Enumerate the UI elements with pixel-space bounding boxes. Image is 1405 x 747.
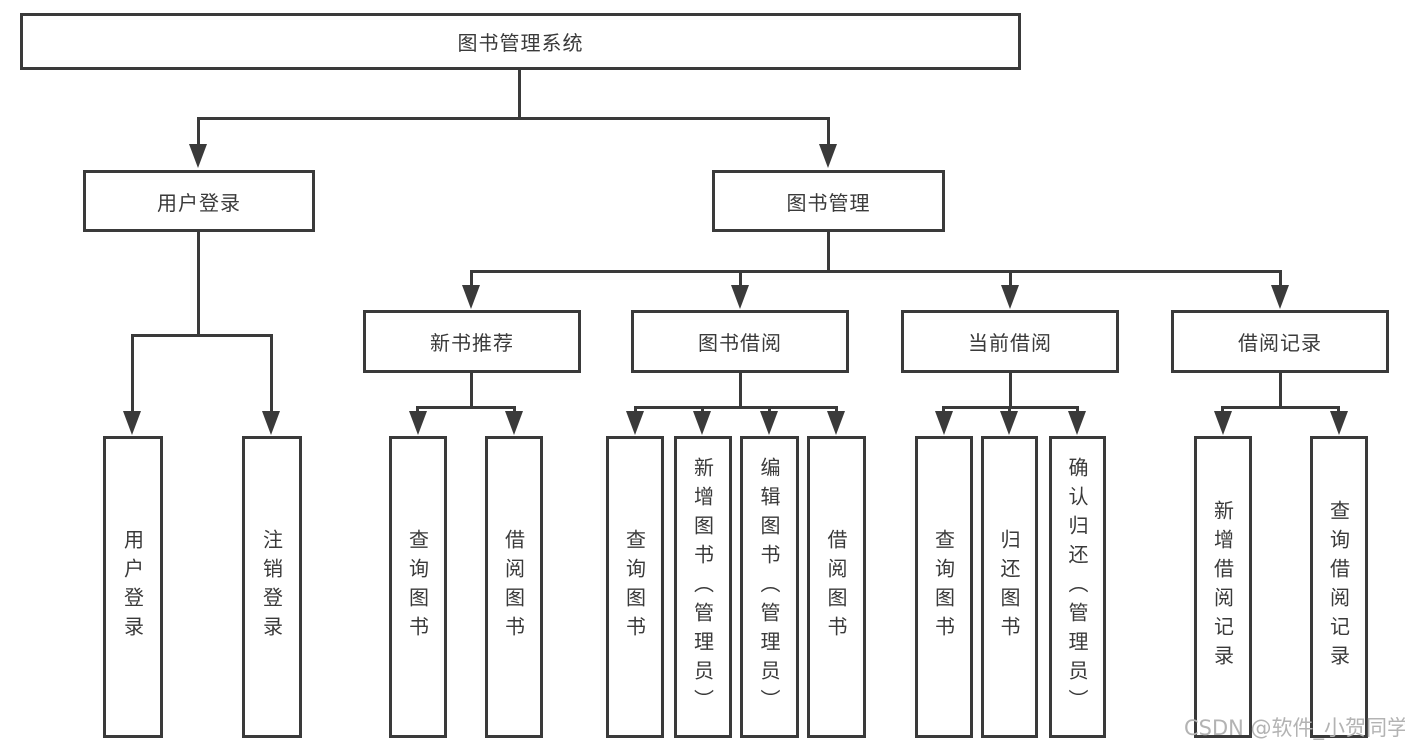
- connector-user-login-rail: [131, 334, 273, 337]
- arrowhead-leaf-1223: [1214, 411, 1232, 435]
- arrowhead-leaf-418: [409, 411, 427, 435]
- arrowhead-borrow-records: [1271, 285, 1289, 309]
- leaf-query-books-recommend-label: 查询图书: [405, 529, 430, 645]
- leaf-query-books-current: 查询图书: [915, 436, 973, 738]
- leaf-query-books-recommend: 查询图书: [389, 436, 447, 738]
- leaf-return-books-label: 归还图书: [997, 529, 1021, 645]
- connector-drop-borrow-records: [1279, 270, 1282, 288]
- node-root-label: 图书管理系统: [457, 31, 584, 55]
- node-new-book-recommend-label: 新书推荐: [430, 331, 514, 355]
- arrowhead-logout-leaf: [262, 411, 280, 435]
- arrowhead-leaf-635: [626, 411, 644, 435]
- arrowhead-current-borrow: [1001, 285, 1019, 309]
- connector-level3-rail: [470, 270, 1282, 273]
- leaf-query-books-borrow: 查询图书: [606, 436, 664, 738]
- arrowhead-book-borrow: [731, 285, 749, 309]
- connector-drop-book-borrow: [739, 270, 742, 288]
- connector-borrow-records-stem: [1279, 373, 1282, 409]
- connector-drop-logout-leaf: [270, 334, 273, 414]
- connector-drop-book-mgmt: [827, 117, 830, 149]
- node-user-login: 用户登录: [83, 170, 315, 232]
- leaf-logout: 注销登录: [242, 436, 302, 738]
- connector-current-borrow-stem: [1009, 373, 1012, 409]
- arrowhead-leaf-1010: [1000, 411, 1018, 435]
- leaf-add-books-admin-label: 新增图书（管理员）: [690, 456, 715, 718]
- leaf-borrow-books-recommend: 借阅图书: [485, 436, 543, 738]
- arrowhead-login-leaf: [123, 411, 141, 435]
- connector-book-borrow-rail: [634, 406, 838, 409]
- leaf-confirm-return-admin: 确认归还（管理员）: [1049, 436, 1106, 738]
- arrowhead-new-books: [462, 285, 480, 309]
- leaf-user-login-label: 用户登录: [120, 529, 145, 645]
- arrowhead-leaf-769: [760, 411, 778, 435]
- arrowhead-leaf-1339: [1330, 411, 1348, 435]
- node-book-borrow-label: 图书借阅: [698, 331, 782, 355]
- node-user-login-label: 用户登录: [157, 190, 241, 215]
- node-current-borrow: 当前借阅: [901, 310, 1119, 373]
- leaf-confirm-return-admin-label: 确认归还（管理员）: [1065, 456, 1089, 718]
- arrowhead-user-login: [189, 144, 207, 168]
- connector-drop-login-leaf: [131, 334, 134, 414]
- leaf-query-borrow-record-label: 查询借阅记录: [1326, 500, 1351, 674]
- connector-drop-current-borrow: [1009, 270, 1012, 288]
- node-borrow-records-label: 借阅记录: [1238, 331, 1322, 355]
- leaf-logout-label: 注销登录: [259, 529, 284, 645]
- leaf-edit-books-admin: 编辑图书（管理员）: [740, 436, 799, 738]
- leaf-borrow-books-label: 借阅图书: [824, 529, 848, 645]
- connector-book-mgmt-stem: [827, 232, 830, 273]
- arrowhead-leaf-702: [693, 411, 711, 435]
- node-book-mgmt-label: 图书管理: [786, 190, 871, 215]
- leaf-borrow-books-recommend-label: 借阅图书: [501, 529, 526, 645]
- connector-new-books-stem: [470, 373, 473, 409]
- node-root-system: 图书管理系统: [20, 13, 1021, 70]
- connector-borrow-records-rail: [1221, 406, 1340, 409]
- connector-book-borrow-stem: [739, 373, 742, 409]
- leaf-add-borrow-record: 新增借阅记录: [1194, 436, 1252, 738]
- connector-level2-rail: [197, 117, 830, 120]
- connector-root-stem: [518, 70, 521, 118]
- connector-drop-user-login: [197, 117, 200, 149]
- leaf-query-books-borrow-label: 查询图书: [622, 529, 647, 645]
- arrowhead-book-mgmt: [819, 144, 837, 168]
- node-book-mgmt: 图书管理: [712, 170, 945, 232]
- leaf-query-books-current-label: 查询图书: [931, 529, 956, 645]
- arrowhead-leaf-1078: [1068, 411, 1086, 435]
- leaf-return-books: 归还图书: [981, 436, 1038, 738]
- leaf-add-borrow-record-label: 新增借阅记录: [1210, 500, 1235, 674]
- connector-user-login-stem: [197, 232, 200, 336]
- arrowhead-leaf-514: [505, 411, 523, 435]
- arrowhead-leaf-944: [935, 411, 953, 435]
- leaf-query-borrow-record: 查询借阅记录: [1310, 436, 1368, 738]
- node-current-borrow-label: 当前借阅: [968, 331, 1052, 355]
- arrowhead-leaf-836: [827, 411, 845, 435]
- node-borrow-records: 借阅记录: [1171, 310, 1389, 373]
- leaf-edit-books-admin-label: 编辑图书（管理员）: [757, 456, 781, 718]
- connector-new-books-rail: [416, 406, 516, 409]
- leaf-borrow-books: 借阅图书: [807, 436, 866, 738]
- leaf-user-login: 用户登录: [103, 436, 163, 738]
- csdn-watermark: CSDN @软件_小贺同学: [1184, 716, 1405, 740]
- connector-drop-new-books: [470, 270, 473, 288]
- leaf-add-books-admin: 新增图书（管理员）: [674, 436, 732, 738]
- node-new-book-recommend: 新书推荐: [363, 310, 581, 373]
- node-book-borrow: 图书借阅: [631, 310, 849, 373]
